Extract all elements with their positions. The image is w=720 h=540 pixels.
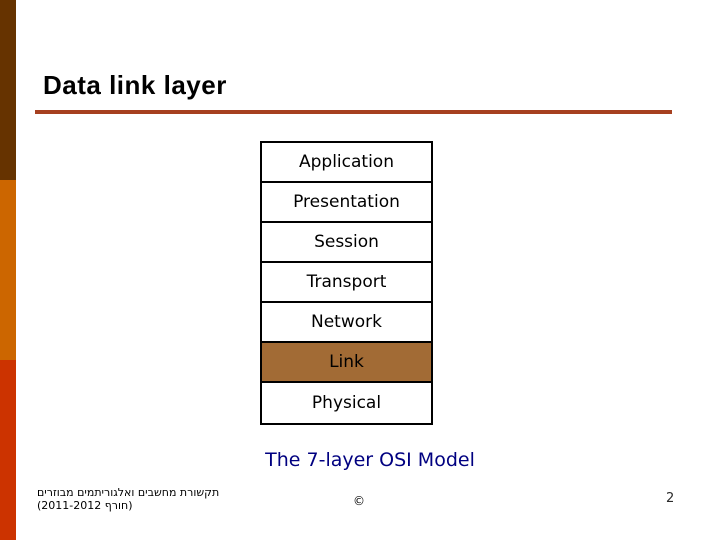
osi-layer-label: Application: [299, 152, 394, 172]
osi-layer-presentation: Presentation: [262, 183, 431, 223]
stripe-band-red: [0, 360, 16, 540]
osi-layer-application: Application: [262, 143, 431, 183]
footer-course-line2: (חורף 2011-2012): [37, 499, 133, 512]
osi-layer-label: Transport: [306, 272, 387, 292]
stripe-band-dark-brown: [0, 0, 16, 180]
left-accent-stripe: [0, 0, 16, 540]
stripe-band-orange: [0, 180, 16, 360]
osi-layer-transport: Transport: [262, 263, 431, 303]
osi-layer-link-highlighted: Link: [262, 343, 431, 383]
osi-layer-session: Session: [262, 223, 431, 263]
slide-title: Data link layer: [43, 70, 227, 100]
osi-stack-diagram: Application Presentation Session Transpo…: [260, 141, 433, 425]
osi-layer-label: Link: [329, 352, 364, 372]
osi-layer-label: Network: [311, 312, 382, 332]
title-underline: [35, 110, 672, 114]
osi-layer-physical: Physical: [262, 383, 431, 423]
osi-layer-label: Physical: [311, 393, 382, 413]
osi-layer-label: Session: [314, 232, 379, 252]
copyright-symbol: ©: [353, 494, 365, 508]
footer-course-line1: תקשורת מחשבים ואלגוריתמים מבוזרים: [37, 486, 220, 499]
footer-course-name: תקשורת מחשבים ואלגוריתמים מבוזרים (חורף …: [37, 486, 219, 512]
diagram-caption: The 7-layer OSI Model: [265, 449, 475, 471]
osi-layer-label: Presentation: [293, 192, 400, 212]
osi-layer-network: Network: [262, 303, 431, 343]
page-number: 2: [666, 491, 675, 506]
